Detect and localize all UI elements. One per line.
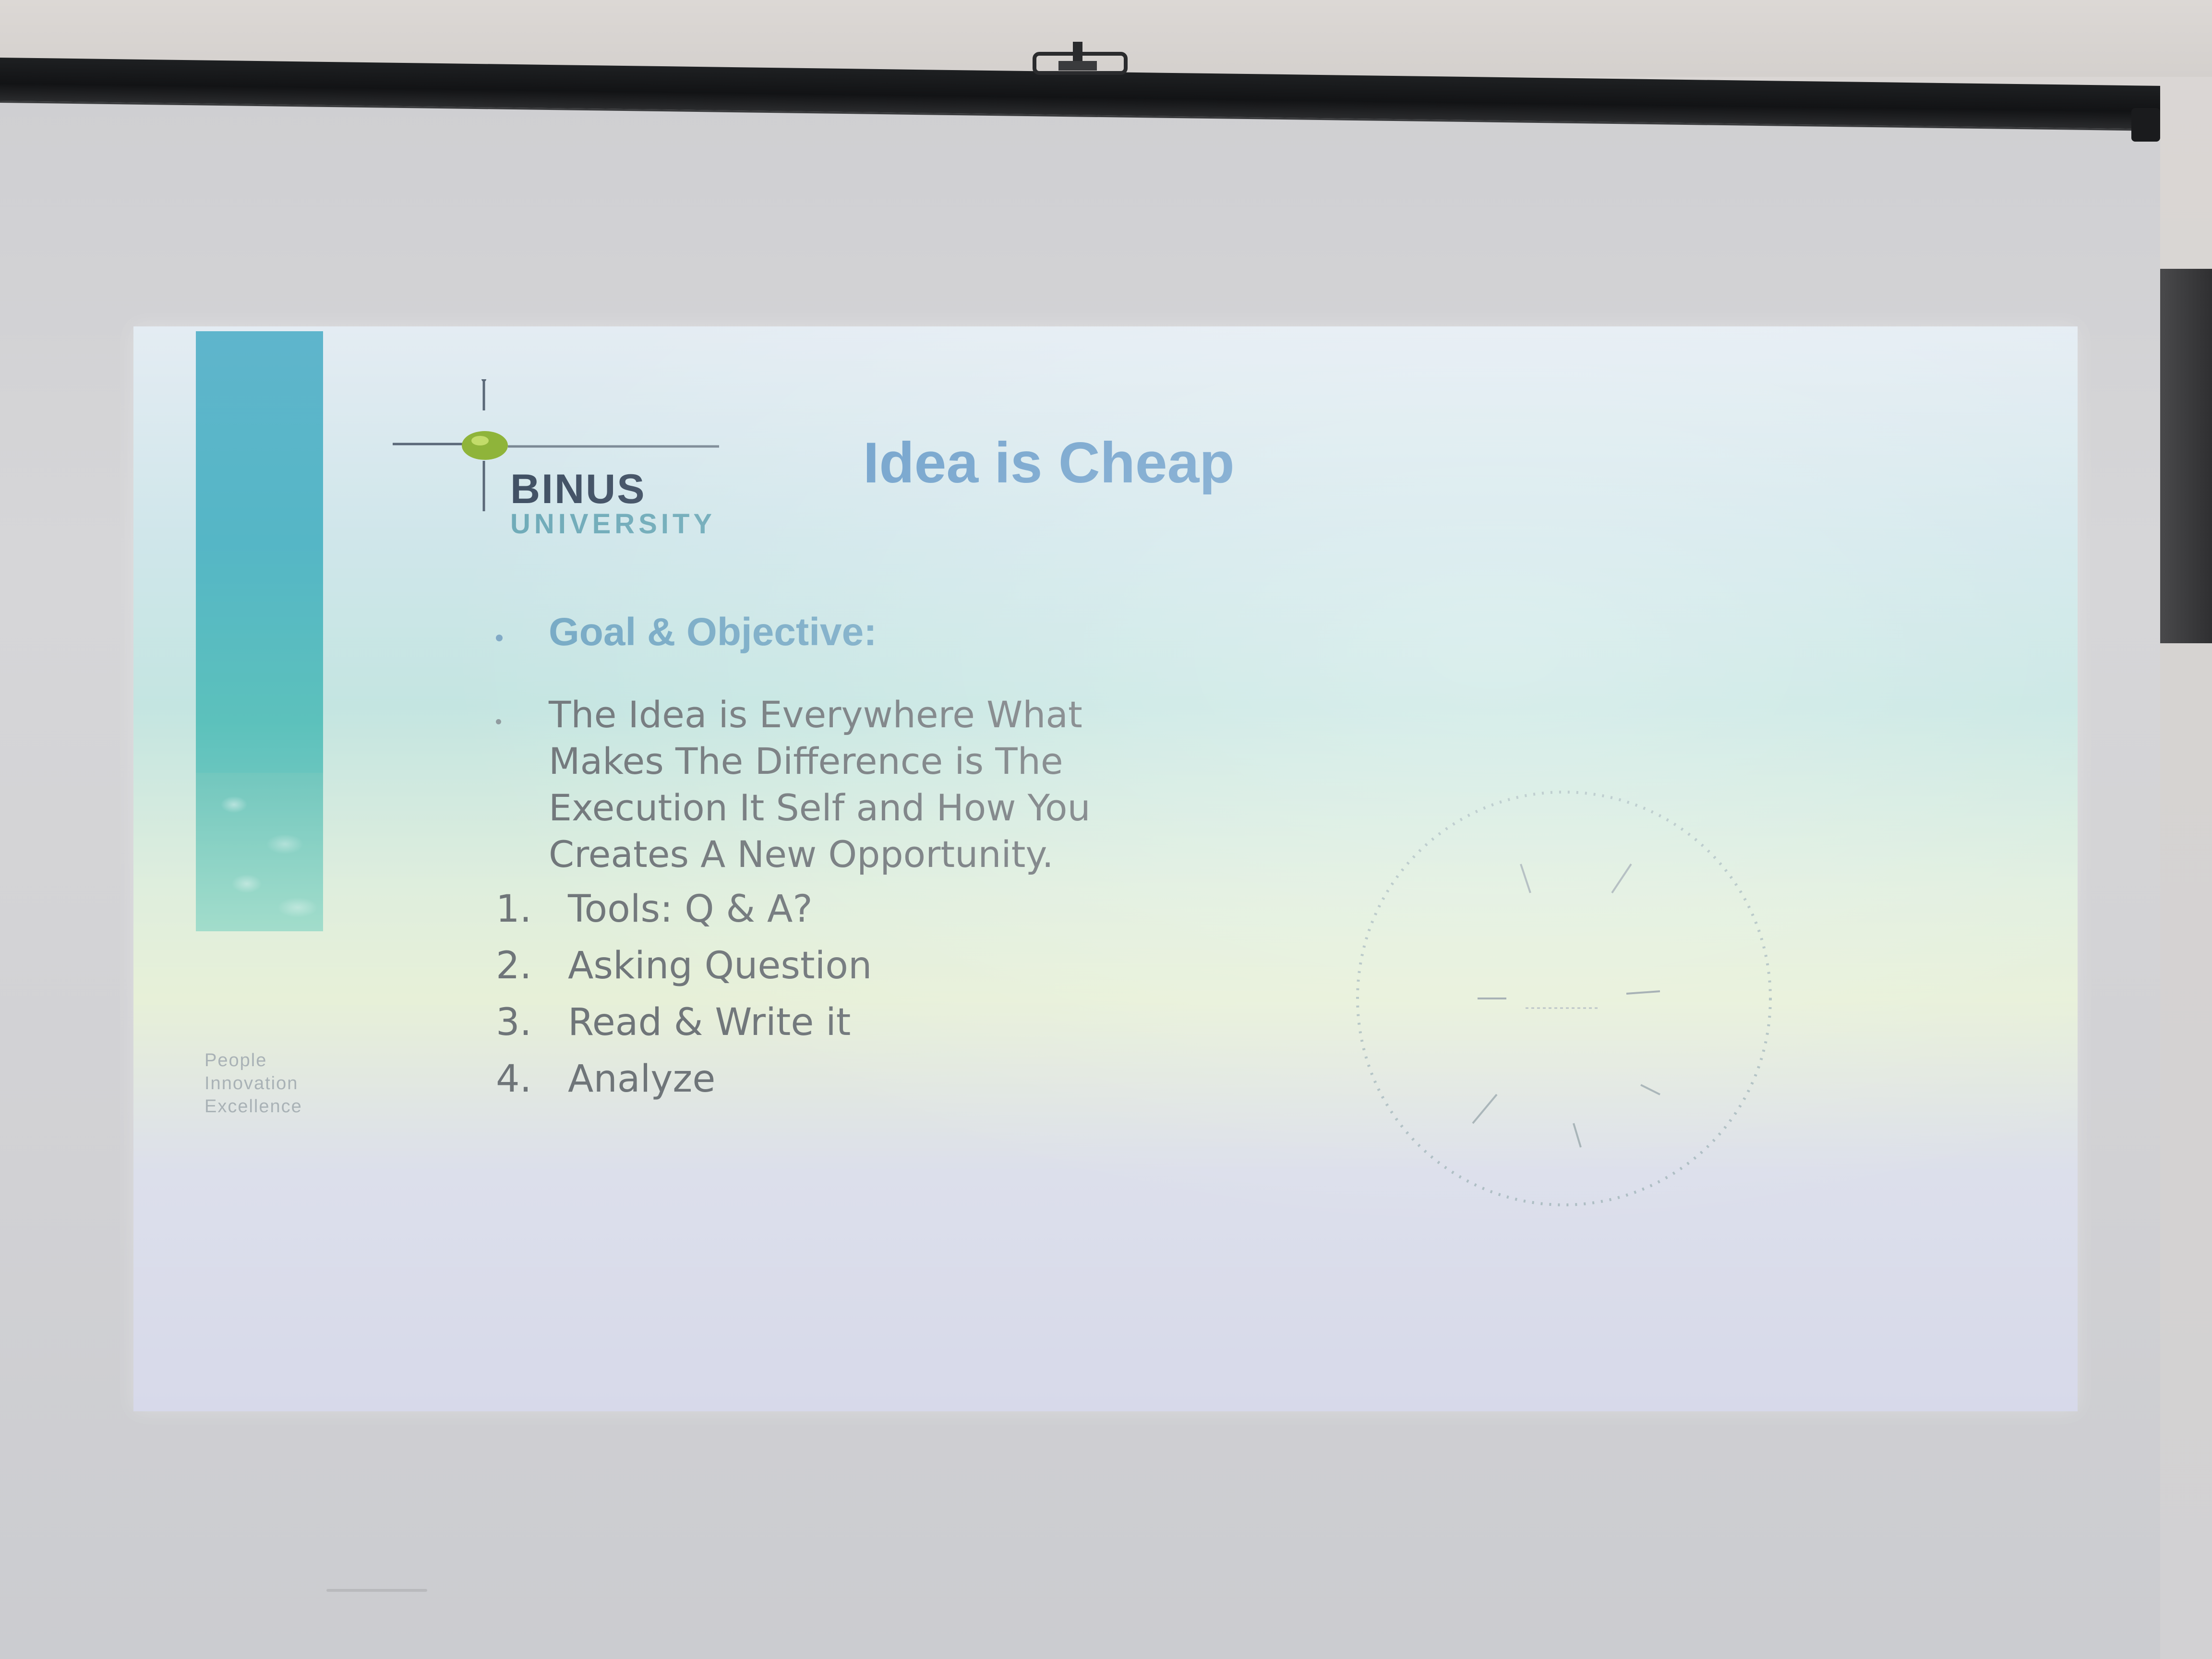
dotted-circle-diagram-icon xyxy=(1356,791,1772,1206)
list-item: 3. Read & Write it xyxy=(496,994,1216,1051)
logo-subname: UNIVERSITY xyxy=(510,508,716,540)
slide-title: Idea is Cheap xyxy=(863,431,1235,495)
screen-roller-end xyxy=(2131,108,2160,142)
list-item: 1. Tools: Q & A? xyxy=(496,881,1216,938)
logo-name: BINUS xyxy=(510,466,646,512)
slide-side-pebbles xyxy=(196,773,323,931)
screen-edge-mark xyxy=(326,1589,427,1592)
bullet-icon xyxy=(496,719,501,724)
projector-mount-icon xyxy=(1033,42,1128,75)
step-text: Read & Write it xyxy=(568,1001,851,1044)
right-wall xyxy=(2159,269,2212,643)
list-item: 2. Asking Question xyxy=(496,938,1216,994)
objective-paragraph: The Idea is Everywhere What Makes The Di… xyxy=(549,693,1091,876)
binus-tagline: People Innovation Excellence xyxy=(204,1049,302,1118)
step-text: Asking Question xyxy=(568,944,872,987)
step-text: Tools: Q & A? xyxy=(568,888,813,931)
step-number: 1. xyxy=(496,888,532,931)
tagline-line: Innovation xyxy=(204,1073,299,1094)
step-text: Analyze xyxy=(568,1058,716,1101)
bullet-icon xyxy=(496,635,503,641)
binus-logo: BINUS UNIVERSITY xyxy=(393,379,791,571)
step-number: 3. xyxy=(496,1001,532,1044)
tagline-line: People xyxy=(204,1050,267,1070)
projected-slide: People Innovation Excellence BINUS UNIVE… xyxy=(133,326,2078,1411)
goal-heading: Goal & Objective: xyxy=(549,610,877,654)
list-item: 4. Analyze xyxy=(496,1051,1216,1107)
steps-list: 1. Tools: Q & A? 2. Asking Question 3. R… xyxy=(496,881,1216,1107)
tagline-line: Excellence xyxy=(204,1096,302,1117)
step-number: 4. xyxy=(496,1058,532,1101)
binus-crosshair-logo-icon xyxy=(393,379,719,511)
step-number: 2. xyxy=(496,944,532,987)
